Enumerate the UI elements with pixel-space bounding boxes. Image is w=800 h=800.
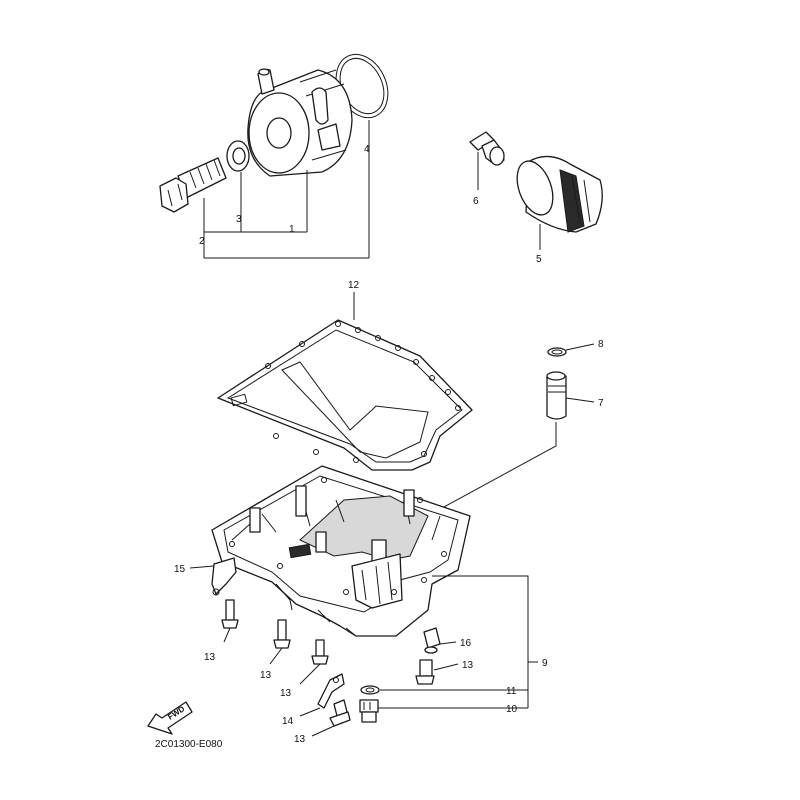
callout-8: 8 bbox=[598, 339, 604, 350]
drain-bolt-part-10 bbox=[359, 699, 379, 723]
bolt-part-13-a bbox=[221, 599, 239, 643]
callout-14: 14 bbox=[282, 716, 294, 727]
callout-7: 7 bbox=[598, 398, 604, 409]
oil-pan-gasket-part-12 bbox=[217, 292, 473, 471]
callout-10: 10 bbox=[506, 704, 518, 715]
washer-part-3 bbox=[226, 140, 250, 172]
gasket-part-11 bbox=[360, 685, 380, 695]
fwd-arrow-icon: FWD bbox=[147, 701, 193, 735]
callout-13-d: 13 bbox=[462, 660, 474, 671]
union-bolt-part-2 bbox=[159, 157, 227, 213]
bolt-part-13-e bbox=[311, 699, 351, 737]
bolt-part-13-b bbox=[269, 619, 291, 665]
callout-4: 4 bbox=[364, 144, 370, 155]
callout-2: 2 bbox=[199, 236, 205, 247]
oil-strainer-pipe-part-7 bbox=[419, 371, 595, 521]
bolt-part-13-c bbox=[299, 639, 329, 685]
oil-cooler-part-1 bbox=[247, 68, 353, 177]
diagram-code: 2C01300-E080 bbox=[155, 739, 223, 750]
callout-labels: 1 2 3 4 5 6 7 8 9 10 11 12 13 13 13 13 1… bbox=[174, 144, 604, 745]
callout-13-a: 13 bbox=[204, 652, 216, 663]
callout-9: 9 bbox=[542, 658, 548, 669]
callout-3: 3 bbox=[236, 214, 242, 225]
leader-10-11 bbox=[378, 689, 502, 709]
callout-11: 11 bbox=[506, 686, 517, 697]
plate-part-14 bbox=[299, 673, 345, 717]
callout-16: 16 bbox=[460, 638, 472, 649]
bracket-part-15 bbox=[189, 557, 237, 596]
oil-pan-part-9 bbox=[211, 465, 538, 709]
clip-part-16 bbox=[423, 627, 457, 654]
oil-filter-part-5 bbox=[516, 155, 603, 250]
callout-13-e: 13 bbox=[294, 734, 306, 745]
fitting-part-6 bbox=[469, 131, 505, 190]
callout-15: 15 bbox=[174, 564, 186, 575]
callout-13-c: 13 bbox=[280, 688, 292, 699]
o-ring-part-8 bbox=[547, 343, 595, 357]
callout-1: 1 bbox=[289, 224, 295, 235]
callout-13-b: 13 bbox=[260, 670, 272, 681]
bolt-part-13-d bbox=[415, 659, 459, 685]
callout-12: 12 bbox=[348, 280, 360, 291]
oil-cooler-assembly bbox=[159, 53, 389, 259]
callout-6: 6 bbox=[473, 196, 479, 207]
callout-5: 5 bbox=[536, 254, 542, 265]
